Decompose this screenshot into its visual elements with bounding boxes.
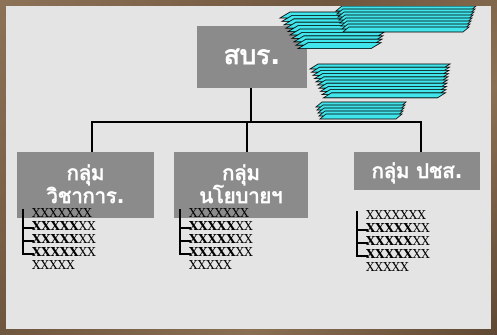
list-item: XXXXX <box>366 260 409 274</box>
list-item: XXXXXXX <box>32 219 96 233</box>
list-item: XXXXXXX <box>32 245 96 259</box>
stacked-papers-icon <box>278 6 477 120</box>
list-tick <box>356 242 368 244</box>
list-item: XXXXXXX <box>32 232 96 246</box>
list-item: XXXXX <box>189 258 232 272</box>
root-node: สบร. <box>197 26 307 88</box>
slide-canvas: สบร. กลุ่ม วิชาการ. กลุ่ม นโยบายฯ กลุ่ม … <box>6 6 491 329</box>
group-node-academic: กลุ่ม วิชาการ. <box>17 152 154 218</box>
list-item: XXXXXXX <box>189 232 253 246</box>
connector-root-down <box>250 88 252 122</box>
list-item: XXXXXXX <box>366 247 430 261</box>
list-item: XXXXXXX <box>189 245 253 259</box>
list-bracket <box>179 209 181 254</box>
list-tick <box>356 255 368 257</box>
list-tick <box>22 253 34 255</box>
list-item: XXXXXXX <box>32 206 92 220</box>
list-item: XXXXXXX <box>366 221 430 235</box>
list-bracket <box>22 209 24 254</box>
list-tick <box>179 227 191 229</box>
group-node-label-line2: นโยบายฯ <box>199 184 283 208</box>
list-item: XXXXXXX <box>189 206 249 220</box>
list-tick <box>22 227 34 229</box>
connector-horizontal <box>91 121 421 123</box>
list-item: XXXXXXX <box>189 219 253 233</box>
group-node-label-line1: กลุ่ม <box>66 161 105 185</box>
list-item: XXXXXXX <box>366 234 430 248</box>
paper-sheet <box>318 113 404 120</box>
list-item: XXXXX <box>32 258 75 272</box>
connector-group3 <box>420 121 422 152</box>
paper-sheet <box>296 42 383 49</box>
paper-sheet <box>341 26 471 33</box>
paper-sheet <box>322 92 447 99</box>
group-node-pr: กลุ่ม ปชส. <box>354 152 480 190</box>
list-tick <box>179 253 191 255</box>
list-tick <box>179 240 191 242</box>
group-node-label-line2: วิชาการ. <box>46 184 125 208</box>
root-node-label: สบร. <box>223 41 281 72</box>
list-tick <box>22 240 34 242</box>
group-node-policy: กลุ่ม นโยบายฯ <box>174 152 308 218</box>
group-node-label: กลุ่ม ปชส. <box>371 158 463 183</box>
list-bracket <box>356 211 358 256</box>
list-item: XXXXXXX <box>366 208 426 222</box>
group-node-label-line1: กลุ่ม <box>222 161 260 185</box>
connector-group2 <box>246 121 248 152</box>
connector-group1 <box>91 121 93 152</box>
list-tick <box>356 229 368 231</box>
